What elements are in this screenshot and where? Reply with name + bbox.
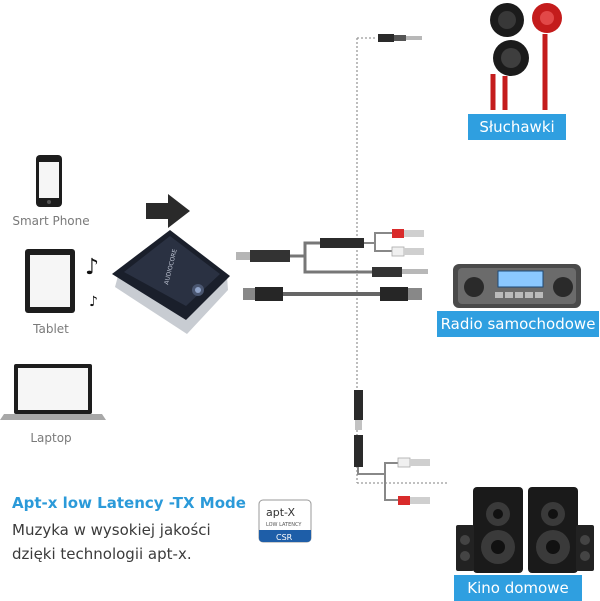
arrow-right-icon (146, 194, 190, 228)
smart-phone-label: Smart Phone (12, 214, 90, 228)
svg-text:♪: ♪ (89, 294, 98, 310)
svg-text:♪: ♪ (85, 255, 99, 280)
tablet-label: Tablet (33, 322, 69, 336)
laptop-icon (0, 364, 106, 420)
aptx-logo: apt-X LOW LATENCY CSR (258, 499, 312, 543)
home-cinema-label: Kino domowe (454, 575, 582, 601)
transmitter-cables (236, 229, 428, 301)
svg-text:apt-X: apt-X (266, 506, 295, 519)
car-radio-label: Radio samochodowe (437, 311, 599, 337)
car-radio-icon (453, 264, 581, 308)
home-cinema-speakers-icon (456, 487, 594, 573)
svg-text:LOW LATENCY: LOW LATENCY (266, 522, 302, 528)
music-note-icon: ♪ ♪ (85, 255, 99, 310)
laptop-label: Laptop (30, 431, 72, 445)
headphones-icon (490, 3, 562, 110)
headphone-jack-plug (378, 34, 422, 42)
svg-text:CSR: CSR (276, 533, 293, 542)
promo-line-2: dzięki technologii apt-x. (12, 545, 192, 563)
home-cinema-cables (354, 390, 430, 505)
promo-line-1: Muzyka w wysokiej jakości (12, 521, 211, 539)
tablet-icon (25, 249, 75, 313)
promo-title: Apt-x low Latency -TX Mode (12, 494, 246, 512)
bluetooth-transmitter: AUDIOCORE (112, 230, 230, 334)
headphones-label: Słuchawki (468, 114, 566, 140)
smartphone-icon (36, 155, 62, 207)
